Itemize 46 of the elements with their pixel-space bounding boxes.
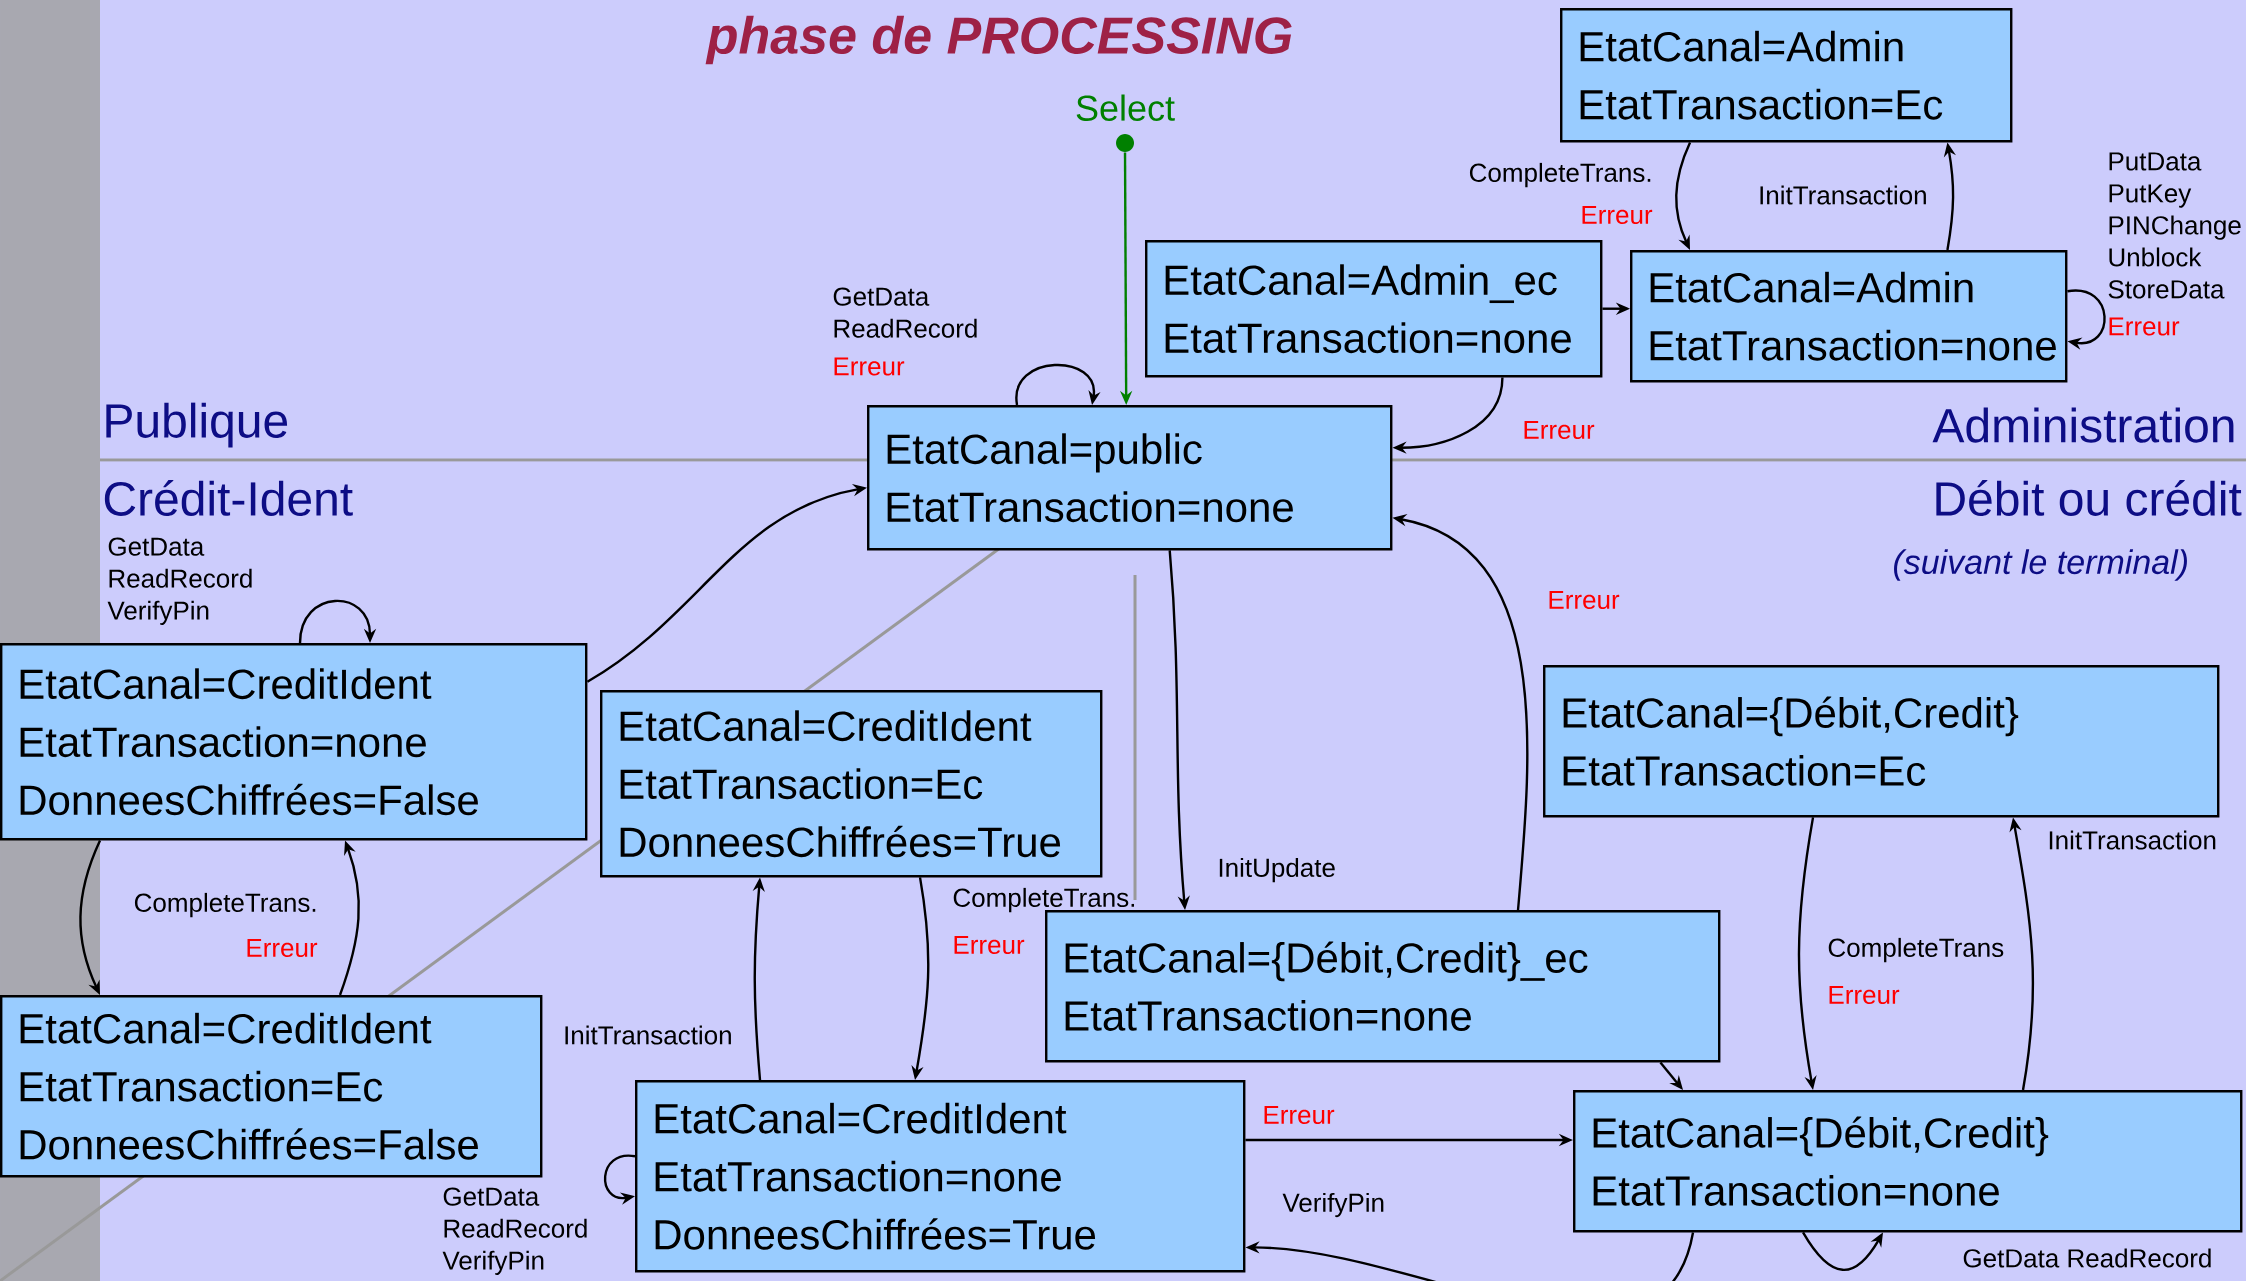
edge-label: CompleteTrans (1828, 937, 2004, 963)
transition-arrow (1802, 1231, 1883, 1271)
edge-label: InitTransaction (1760, 185, 1926, 205)
state-box: EtatCanal=CreditIdent EtatTransaction=none DonneesChiffrées=True (635, 1080, 1246, 1273)
state-box: EtatCanal=CreditIdent EtatTransaction=Ec DonneesChiffrées=True (600, 690, 1103, 878)
edge-label: CompleteTrans. (134, 892, 316, 918)
state-box: EtatCanal=CreditIdent EtatTransaction=Ec DonneesChiffrées=False (0, 995, 543, 1178)
region-note: (suivant le terminal) (1894, 549, 2187, 581)
edge-label: CompleteTrans. (1469, 162, 1651, 188)
error-label: Erreur (1829, 985, 1900, 1005)
state-box: EtatCanal=public EtatTransaction=none (867, 405, 1393, 551)
state-box: EtatCanal=CreditIdent EtatTransaction=none DonneesChiffrées=False (0, 643, 588, 841)
slide-title: phase de PROCESSING (705, 15, 1292, 65)
edge-label: PutData PutKey PINChange Unblock StoreData (2108, 152, 2241, 299)
error-label: Erreur (2109, 317, 2180, 336)
state-box: EtatCanal={Débit,Credit} EtatTransaction=none (1573, 1090, 2243, 1233)
transition-arrow (1015, 363, 1101, 406)
edge-label: InitTransaction (565, 1025, 731, 1045)
transition-arrow (2067, 289, 2106, 350)
error-label: Erreur (1549, 590, 1620, 610)
state-box: EtatCanal=Admin EtatTransaction=none (1630, 250, 2068, 383)
node-caption: Select (1076, 94, 1175, 121)
edge-label: VerifyPin (1282, 1192, 1384, 1218)
error-label: Erreur (1582, 205, 1653, 225)
error-label: Erreur (834, 357, 905, 376)
edge-label: GetData ReadRecord VerifyPin (107, 537, 252, 625)
state-box: EtatCanal={Débit,Credit}_ec EtatTransaction=none (1045, 910, 1721, 1063)
edge-label: GetData ReadRecord (1963, 1248, 2211, 1268)
region-label: Crédit-Ident (104, 480, 353, 516)
state-box: EtatCanal=Admin EtatTransaction=Ec (1560, 8, 2013, 143)
edge-label: GetData ReadRecord (833, 287, 977, 338)
transition-arrow (298, 599, 377, 644)
edge-label: InitUpdate (1219, 857, 1335, 883)
region-label: Débit ou crédit (1936, 480, 2242, 516)
edge-label: InitTransaction (2049, 830, 2216, 850)
edge-label: CompleteTrans. (953, 887, 1135, 913)
error-label: Erreur (1524, 420, 1595, 440)
state-box: EtatCanal=Admin_ec EtatTransaction=none (1145, 240, 1603, 378)
error-label: Erreur (1264, 1105, 1335, 1125)
start-dot (1116, 134, 1134, 152)
error-label: Erreur (247, 938, 318, 958)
state-box: EtatCanal={Débit,Credit} EtatTransaction=Ec (1543, 665, 2220, 818)
region-label: Publique (106, 402, 288, 448)
edge-label: GetData ReadRecord VerifyPin (442, 1187, 587, 1275)
region-label: Administration (1932, 407, 2234, 443)
error-label: Erreur (954, 935, 1025, 955)
